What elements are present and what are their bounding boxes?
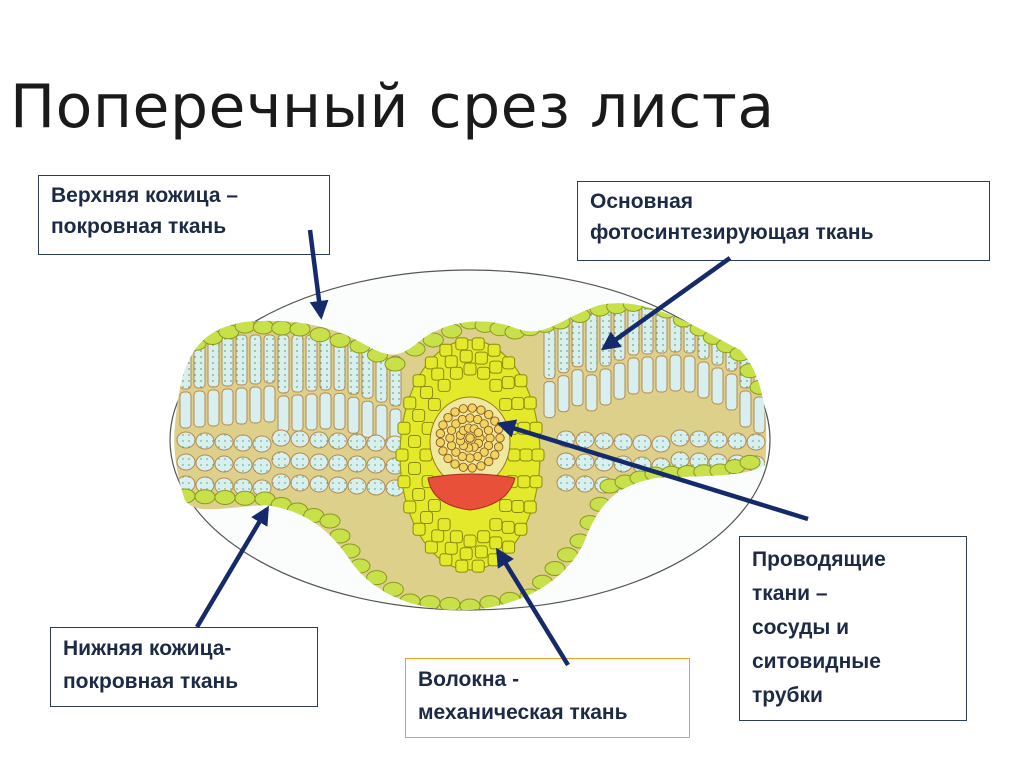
label-conducting-tissue: Проводящие ткани – сосуды и ситовидные т…	[739, 536, 967, 721]
label-photosynthetic-tissue: Основная фотосинтезирующая ткань	[577, 181, 990, 261]
label-lower-epidermis: Нижняя кожица- покровная ткань	[50, 627, 318, 707]
label-upper-epidermis: Верхняя кожица – покровная ткань	[38, 175, 330, 255]
page-title: Поперечный срез листа	[10, 72, 775, 142]
label-fibers: Волокна - механическая ткань	[405, 658, 690, 738]
